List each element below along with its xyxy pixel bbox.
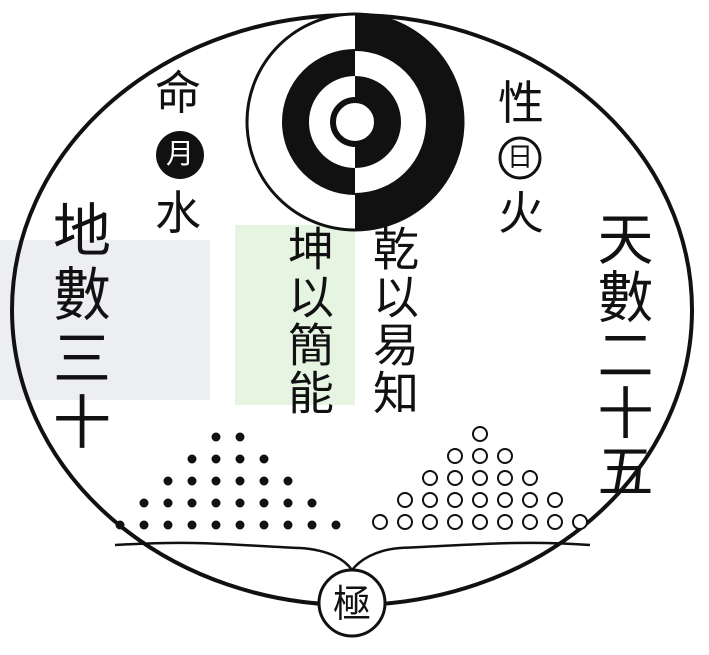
right-label-top: 性 [498, 76, 544, 130]
heaven-circle [422, 470, 438, 486]
heaven-circle [522, 470, 538, 486]
heaven-circle [547, 492, 563, 508]
heaven-circle [472, 426, 488, 442]
moon-circle [156, 131, 204, 179]
earth-dot [235, 432, 245, 442]
heaven-circle [422, 492, 438, 508]
heaven-circle [447, 514, 463, 530]
earth-dot [283, 476, 293, 486]
right-label-bottom: 火 [498, 186, 544, 240]
heaven-circle [572, 514, 588, 530]
earth-dot [331, 520, 341, 530]
earth-dot [187, 520, 197, 530]
earth-dot [187, 498, 197, 508]
earth-dot [235, 454, 245, 464]
earth-dot [115, 520, 125, 530]
earth-dot [259, 520, 269, 530]
yin-yang-emblem [245, 12, 465, 232]
sun-circle [498, 136, 542, 180]
watermark-green-block [235, 225, 355, 405]
heaven-circle [447, 492, 463, 508]
earth-number-label: 地數三十 [43, 200, 111, 456]
left-brace [114, 541, 354, 571]
left-label-bottom: 水 [155, 186, 201, 240]
earth-dot [235, 498, 245, 508]
heaven-number-label: 天數二十五 [588, 210, 653, 500]
ultimate-label: 極 [333, 582, 371, 626]
heaven-circle [472, 470, 488, 486]
heaven-circle [472, 514, 488, 530]
heaven-circle [447, 470, 463, 486]
earth-dot [235, 476, 245, 486]
right-brace [351, 541, 591, 571]
earth-dot [307, 498, 317, 508]
heaven-circle [472, 492, 488, 508]
earth-dot [259, 498, 269, 508]
earth-dot [139, 498, 149, 508]
watermark-block [0, 240, 210, 400]
kun-line: 坤以簡能 [281, 225, 335, 417]
left-label-top: 命 [155, 66, 201, 120]
heaven-circles-group [372, 426, 588, 530]
heaven-circle [497, 492, 513, 508]
earth-dot [211, 454, 221, 464]
heaven-circle [522, 514, 538, 530]
earth-dot [211, 432, 221, 442]
earth-dot [163, 476, 173, 486]
earth-dot [187, 454, 197, 464]
heaven-circle [472, 448, 488, 464]
earth-dot [211, 498, 221, 508]
heaven-circle [422, 514, 438, 530]
heaven-circle [547, 514, 563, 530]
earth-dot [235, 520, 245, 530]
heaven-circle [522, 492, 538, 508]
heaven-circle [447, 448, 463, 464]
earth-dot [259, 476, 269, 486]
heaven-circle [397, 514, 413, 530]
heaven-circle [497, 514, 513, 530]
left-label-circle-text: 月 [165, 137, 194, 170]
earth-dot [139, 520, 149, 530]
earth-dot [283, 520, 293, 530]
heaven-circle [497, 448, 513, 464]
earth-dot [283, 498, 293, 508]
right-label-circle-text: 日 [506, 143, 533, 173]
heaven-circle [372, 514, 388, 530]
earth-dot [259, 454, 269, 464]
earth-dots-group [115, 432, 341, 530]
earth-dot [163, 520, 173, 530]
earth-dot [307, 520, 317, 530]
heaven-circle [397, 492, 413, 508]
earth-dot [211, 520, 221, 530]
qian-line: 乾以易知 [366, 225, 420, 417]
heaven-circle [497, 470, 513, 486]
ultimate-circle [317, 568, 387, 638]
earth-dot [211, 476, 221, 486]
earth-dot [163, 498, 173, 508]
earth-dot [187, 476, 197, 486]
